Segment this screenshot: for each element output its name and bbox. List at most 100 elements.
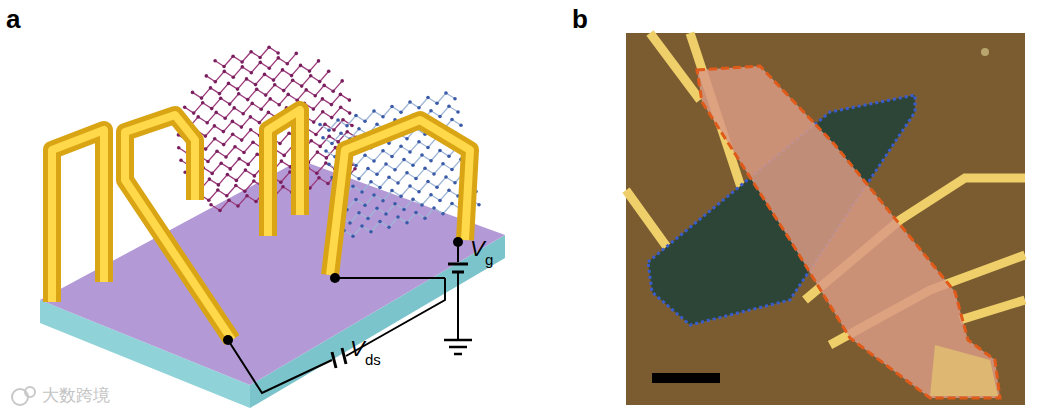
atom <box>426 180 430 184</box>
atom <box>411 164 415 168</box>
atom <box>402 208 406 212</box>
atom <box>429 193 433 197</box>
atom <box>267 111 271 115</box>
atom <box>393 168 397 172</box>
atom <box>369 230 373 234</box>
atom <box>327 129 331 133</box>
atom <box>204 134 208 138</box>
atom <box>226 173 230 177</box>
atom <box>321 97 325 101</box>
atom <box>295 52 299 56</box>
atom <box>223 116 227 120</box>
atom <box>357 127 361 131</box>
atom <box>318 123 322 127</box>
atom <box>242 151 246 155</box>
atom <box>249 115 253 119</box>
atom <box>258 56 262 60</box>
atom <box>309 139 313 143</box>
atom <box>429 109 433 113</box>
atom <box>241 65 245 69</box>
atom <box>201 101 205 105</box>
atom <box>228 102 232 106</box>
atom <box>325 156 329 160</box>
atom <box>351 185 355 189</box>
voltage-symbol: V <box>350 338 365 360</box>
bond-row <box>335 159 470 196</box>
atom <box>435 186 439 190</box>
atom <box>372 159 376 163</box>
atom <box>322 84 326 88</box>
scale-bar <box>652 373 720 383</box>
atom <box>381 149 385 153</box>
voltage-subscript: ds <box>365 352 381 367</box>
atom <box>405 137 409 141</box>
atom <box>258 121 262 125</box>
gold-lead <box>960 300 1025 320</box>
atom <box>450 168 454 172</box>
atom <box>267 45 271 49</box>
atom <box>327 163 331 167</box>
atom <box>345 130 349 134</box>
atom <box>240 60 244 64</box>
battery-plate <box>448 263 468 266</box>
atom <box>282 154 286 158</box>
atom <box>205 121 209 125</box>
atom <box>393 202 397 206</box>
atom <box>183 106 187 110</box>
atom <box>277 103 281 107</box>
ground-symbol <box>454 353 462 356</box>
atom <box>318 145 322 149</box>
micrograph-ground <box>626 33 1025 405</box>
atom <box>438 199 442 203</box>
atom <box>215 149 219 153</box>
atom <box>210 107 214 111</box>
atom <box>378 220 382 224</box>
atom <box>223 70 227 74</box>
atom <box>339 106 343 110</box>
atom <box>213 137 217 141</box>
atom <box>237 157 241 161</box>
atom <box>456 110 460 114</box>
atom <box>441 162 445 166</box>
atom <box>254 83 258 87</box>
atom <box>179 158 183 162</box>
atom <box>372 109 376 113</box>
atom <box>378 186 382 190</box>
wire <box>228 340 332 393</box>
atom <box>411 198 415 202</box>
atom <box>218 209 222 213</box>
atom <box>243 190 247 194</box>
atom <box>408 184 412 188</box>
atom <box>405 221 409 225</box>
atom <box>330 103 334 107</box>
atom <box>250 71 254 75</box>
atom <box>387 176 391 180</box>
voltage-subscript: g <box>485 252 493 267</box>
atom <box>341 118 345 122</box>
atom <box>420 153 424 157</box>
atom <box>316 150 320 154</box>
bond-row <box>215 47 278 66</box>
watermark-icon <box>25 387 35 397</box>
atom <box>450 202 454 206</box>
atom <box>453 97 457 101</box>
atom <box>268 66 272 70</box>
electrodes <box>52 110 470 340</box>
atom <box>453 181 457 185</box>
atom <box>375 123 379 127</box>
ground-symbol <box>444 339 472 342</box>
atom <box>244 168 248 172</box>
terminal-dot <box>453 237 463 247</box>
atom <box>429 159 433 163</box>
terminal-dot <box>223 335 233 345</box>
atom <box>396 215 400 219</box>
atom <box>304 88 308 92</box>
atom <box>280 159 284 163</box>
atom <box>417 140 421 144</box>
atom <box>324 161 328 165</box>
atom <box>438 149 442 153</box>
atom <box>308 69 312 73</box>
atom <box>246 163 250 167</box>
atom <box>366 167 370 171</box>
